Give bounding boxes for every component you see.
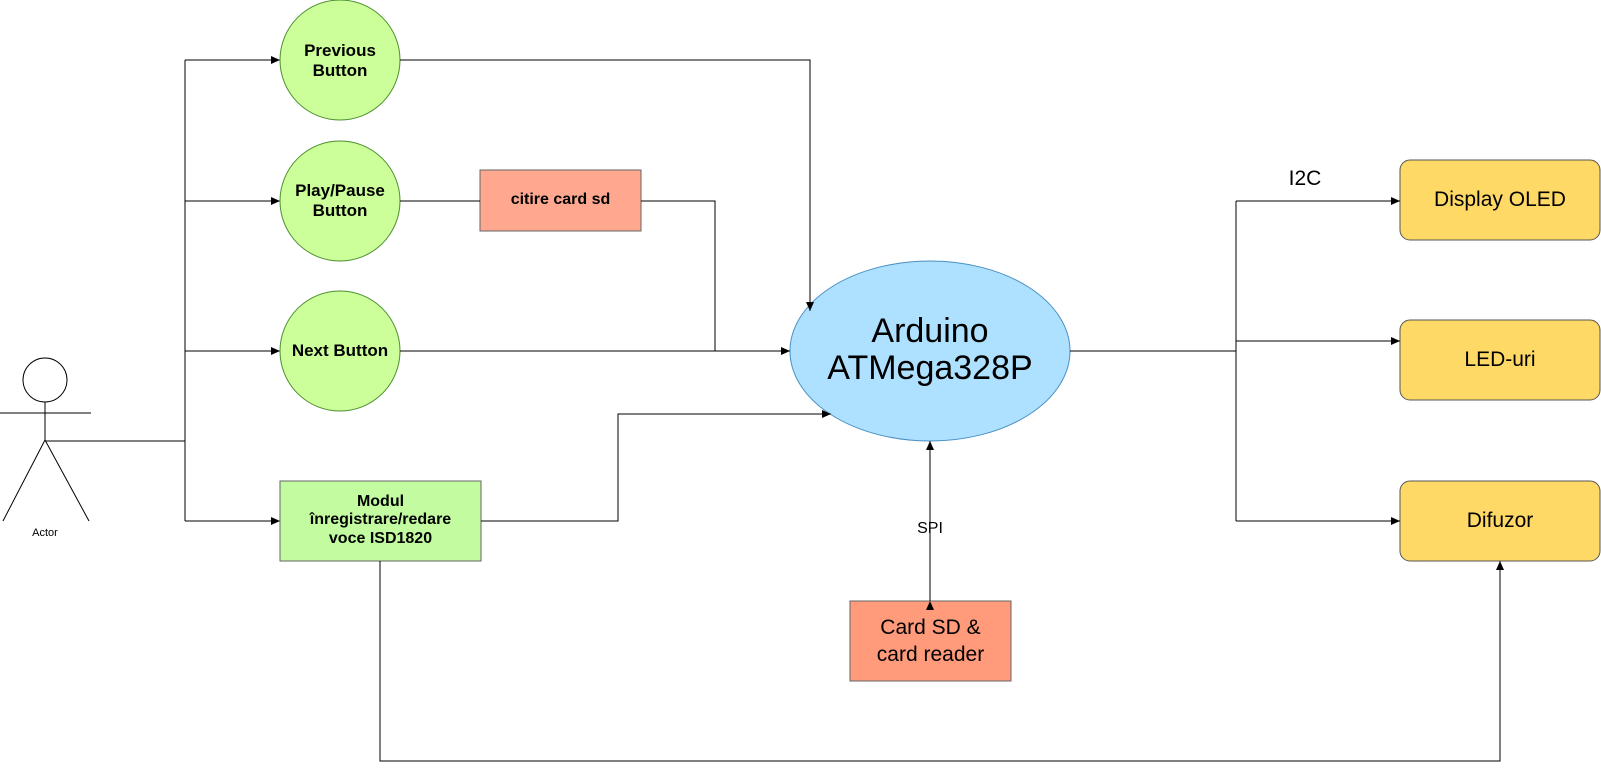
display-oled-node	[1399, 159, 1601, 241]
citire-card-sd-node	[479, 169, 642, 232]
previous-to-arduino-edge	[400, 59, 814, 311]
modul-isd1820-node	[279, 480, 482, 562]
actor-head	[22, 357, 68, 403]
play-pause-button-node	[279, 140, 401, 262]
citire-to-junction-edge	[641, 200, 716, 351]
card-sd-node	[849, 600, 1012, 682]
actor-left-leg	[2, 439, 46, 522]
modul-to-difuzor-edge	[379, 561, 1504, 762]
modul-to-arduino-edge	[481, 410, 831, 522]
arduino-node	[789, 260, 1071, 442]
actor-right-leg	[44, 439, 90, 522]
difuzor-node	[1399, 480, 1601, 562]
edges	[379, 59, 1504, 762]
nodes	[279, 0, 1601, 682]
actor-figure	[0, 357, 91, 522]
actor-edges	[45, 56, 280, 525]
previous-button-node	[279, 0, 401, 121]
leds-node	[1399, 319, 1601, 401]
next-button-node	[279, 290, 401, 412]
